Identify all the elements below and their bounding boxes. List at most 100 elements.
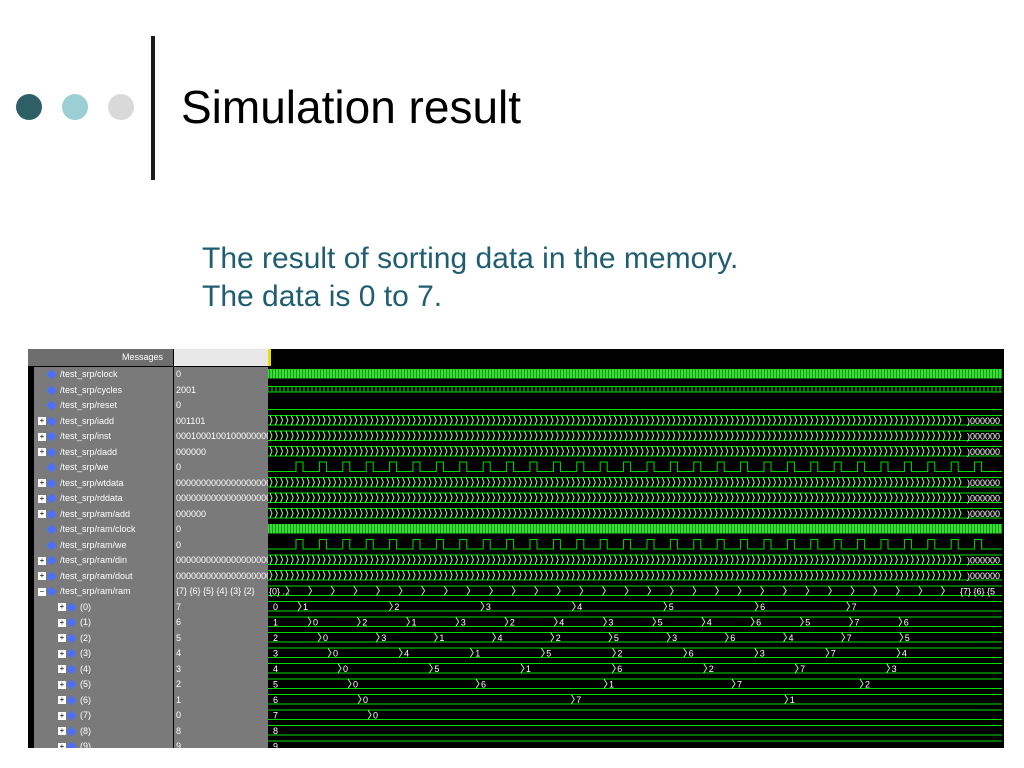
signal-row[interactable]: +/test_srp/iadd [34,414,177,430]
bus-transition [831,492,835,503]
signal-value: {7} {6} {5} {4} {3} {2} [176,586,255,596]
signal-row[interactable]: +(9) [34,739,197,748]
bus-transition [481,430,485,441]
expand-icon[interactable]: + [38,416,46,426]
expand-icon[interactable]: + [38,447,46,457]
bus-transition [773,446,777,457]
bus-transition [667,570,671,581]
collapse-icon[interactable]: − [38,586,46,596]
bus-transition [629,446,633,457]
mem-value-label: 4 [707,618,712,628]
ram-transition [850,585,855,596]
signal-row[interactable]: +(6) [34,693,197,709]
bus-transition [396,554,400,565]
bus-transition [762,492,766,503]
signal-row[interactable]: +/test_srp/inst [34,429,177,445]
bus-transition [947,508,951,519]
bus-transition [391,492,395,503]
waveform-plot[interactable]: )000000)000000)000000)000000)000000)0000… [268,366,1004,748]
signal-row[interactable]: /test_srp/ram/clock [34,522,177,538]
signal-row[interactable]: /test_srp/clock [34,367,177,383]
bus-transition [433,415,437,426]
expand-icon[interactable]: + [38,478,46,488]
signal-row[interactable]: +/test_srp/ram/din [34,553,177,569]
expand-icon[interactable]: + [38,431,46,441]
bus-transition [561,477,565,488]
expand-icon[interactable]: + [58,742,66,748]
bus-transition [566,508,570,519]
signal-name: (1) [80,617,91,627]
signal-row[interactable]: +(3) [34,646,197,662]
mem-transition [849,616,854,627]
expand-icon[interactable]: + [58,695,66,705]
expand-icon[interactable]: + [58,664,66,674]
bus-transition [868,430,872,441]
signal-row[interactable]: +(8) [34,724,197,740]
bus-transition [804,554,808,565]
signal-row[interactable]: +(2) [34,631,197,647]
bus-transition [873,508,877,519]
waveform-viewer[interactable]: Messages /test_srp/clock/test_srp/cycles… [28,349,1004,748]
bus-transition [296,446,300,457]
signal-diamond-icon [46,571,57,582]
bus-transition [767,492,771,503]
signal-row[interactable]: +(4) [34,662,197,678]
bus-transition [804,415,808,426]
expand-icon[interactable]: + [58,726,66,736]
bus-transition [296,508,300,519]
signal-row[interactable]: −/test_srp/ram/ram [34,584,177,600]
expand-icon[interactable]: + [38,509,46,519]
cursor-marker[interactable] [268,349,271,366]
signal-row[interactable]: +(0) [34,600,197,616]
bus-transition [672,554,676,565]
bus-transition [566,570,570,581]
signal-row[interactable]: +/test_srp/ram/add [34,507,177,523]
signal-row[interactable]: +/test_srp/rddata [34,491,177,507]
bus-end-mask [965,416,1003,424]
expand-icon[interactable]: + [38,493,46,503]
mem-transition [603,678,608,689]
bus-transition [746,492,750,503]
bus-transition [481,570,485,581]
bus-transition [412,415,416,426]
signal-row[interactable]: /test_srp/reset [34,398,177,414]
bus-transition [428,508,432,519]
bus-transition [820,430,824,441]
expand-icon[interactable]: + [58,679,66,689]
expand-icon[interactable]: + [58,648,66,658]
bus-transition [799,430,803,441]
bus-transition [354,477,358,488]
signal-row[interactable]: + (1) [34,615,197,631]
bus-transition [391,430,395,441]
expand-icon[interactable]: + [58,602,66,612]
signal-row[interactable]: /test_srp/ram/we [34,538,177,554]
signal-row[interactable]: +/test_srp/dadd [34,445,177,461]
bus-transition [704,508,708,519]
expand-icon[interactable]: + [58,710,66,720]
bus-transition [449,477,453,488]
bus-transition [529,570,533,581]
expand-icon[interactable]: + [38,571,46,581]
signal-row[interactable]: /test_srp/cycles [34,383,177,399]
signal-row[interactable]: +/test_srp/ram/dout [34,569,177,585]
bus-transition [402,570,406,581]
expand-icon[interactable]: + [58,617,66,627]
bus-transition [285,570,289,581]
signal-row[interactable]: +/test_srp/wtdata [34,476,177,492]
bus-transition [783,554,787,565]
mem-transition [611,647,616,658]
expand-icon[interactable]: + [38,555,46,565]
bus-transition [375,415,379,426]
bus-transition [417,554,421,565]
bus-transition [714,554,718,565]
expand-icon[interactable]: + [58,633,66,643]
bus-transition [640,477,644,488]
bus-transition [757,446,761,457]
signal-row[interactable]: /test_srp/we [34,460,177,476]
ram-transition [760,585,765,596]
signal-row[interactable]: +(7) [34,708,197,724]
bus-transition [359,492,363,503]
bus-transition [947,477,951,488]
signal-value: 8 [176,725,182,736]
signal-row[interactable]: +(5) [34,677,197,693]
